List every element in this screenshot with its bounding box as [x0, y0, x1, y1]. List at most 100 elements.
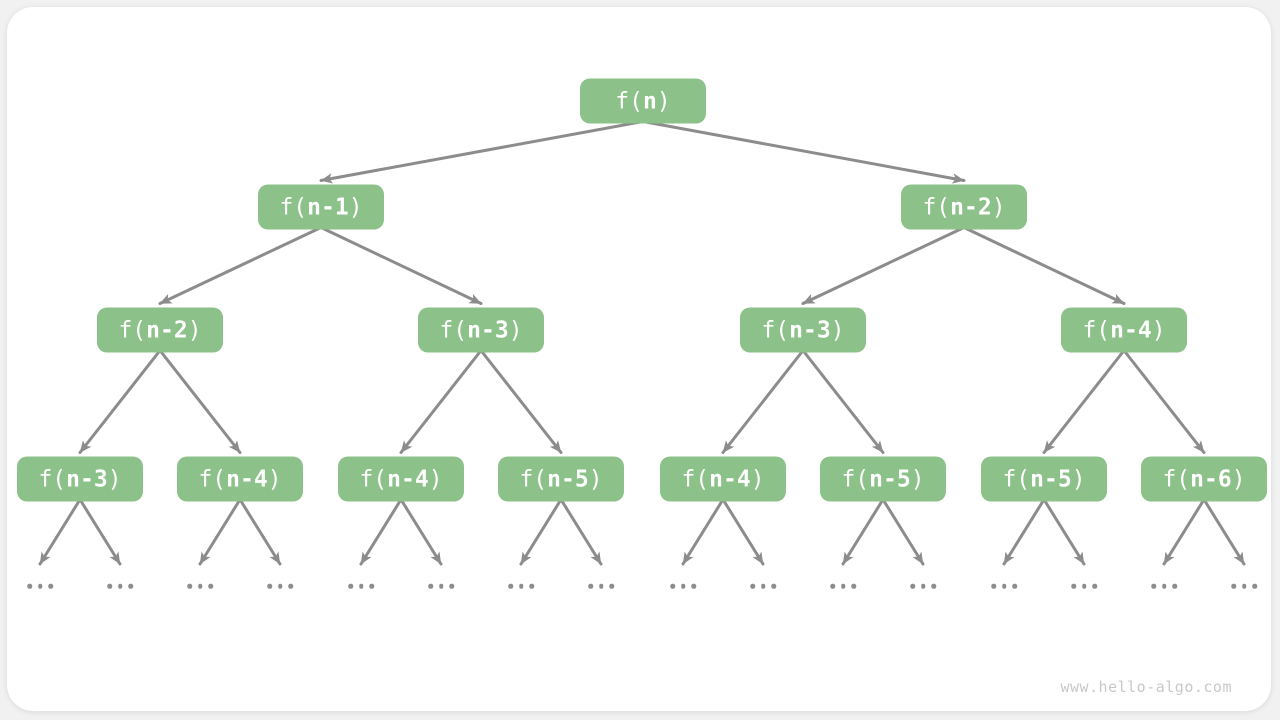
node-label-pre: f( — [198, 466, 227, 492]
tree-edge — [1122, 349, 1206, 454]
node-label-suf: ) — [1151, 317, 1166, 343]
tree-edge — [801, 349, 885, 454]
node-label-pre: f( — [359, 466, 388, 492]
ellipsis-dot — [27, 583, 32, 589]
ellipsis — [107, 583, 133, 589]
tree-node-n6: f(n-4) — [1061, 307, 1187, 353]
tree-edge — [1162, 498, 1206, 566]
node-label-suf: ) — [428, 466, 443, 492]
node-label-pre: f( — [1162, 466, 1191, 492]
node-label-suf: ) — [508, 317, 523, 343]
ellipsis-dot — [208, 583, 213, 589]
ellipsis-dot — [1172, 583, 1177, 589]
ellipsis-dot — [840, 583, 846, 589]
node-label-suf: ) — [187, 317, 202, 343]
ellipsis-dot — [48, 583, 53, 589]
ellipsis-dot — [187, 583, 192, 589]
ellipsis-dot — [438, 583, 444, 589]
tree-edge — [78, 498, 122, 566]
ellipsis-dot — [910, 583, 915, 589]
ellipsis — [27, 583, 53, 589]
ellipsis — [991, 583, 1017, 589]
node-label-suf: ) — [1071, 466, 1086, 492]
tree-edge — [721, 349, 805, 454]
tree-node-n7: f(n-3) — [17, 456, 143, 502]
node-label-suf: ) — [107, 466, 122, 492]
ellipsis-dot — [830, 583, 835, 589]
ellipsis — [1231, 583, 1257, 589]
diagram-canvas — [7, 7, 1271, 711]
ellipsis-dot — [1012, 583, 1017, 589]
node-label-suf: ) — [656, 88, 671, 114]
ellipsis — [910, 583, 936, 589]
ellipsis-dot — [680, 583, 686, 589]
tree-edge — [399, 349, 483, 454]
node-label-pre: f( — [615, 88, 643, 114]
ellipsis-dot — [691, 583, 696, 589]
node-label-suf: ) — [348, 194, 363, 220]
node-label-pre: f( — [439, 317, 468, 343]
ellipsis-dot — [369, 583, 374, 589]
ellipsis-dot — [1241, 583, 1247, 589]
node-label-suf: ) — [588, 466, 603, 492]
ellipsis-dot — [529, 583, 534, 589]
ellipsis-dot — [931, 583, 936, 589]
ellipsis-dot — [197, 583, 203, 589]
ellipsis-dot — [851, 583, 856, 589]
ellipsis-dot — [1151, 583, 1156, 589]
ellipsis — [750, 583, 776, 589]
ellipsis-dot — [588, 583, 593, 589]
tree-node-n3: f(n-2) — [97, 307, 223, 353]
tree-edge — [559, 498, 603, 566]
node-label-pre: f( — [841, 466, 870, 492]
tree-edge — [38, 498, 82, 566]
node-label-pre: f( — [1082, 317, 1111, 343]
ellipsis-dot — [760, 583, 766, 589]
ellipsis-dot — [1252, 583, 1257, 589]
node-label-pre: f( — [38, 466, 67, 492]
tree-edge — [1202, 498, 1246, 566]
ellipsis-dot — [670, 583, 675, 589]
node-label-suf: ) — [267, 466, 282, 492]
ellipsis — [428, 583, 454, 589]
ellipsis-dot — [598, 583, 604, 589]
tree-node-n2: f(n-2) — [901, 184, 1027, 230]
tree-edge — [681, 498, 725, 566]
node-label-arg: n-2 — [146, 317, 188, 343]
tree-node-n4: f(n-3) — [418, 307, 544, 353]
node-label-arg: n-1 — [307, 194, 349, 220]
node-label-arg: n-3 — [467, 317, 509, 343]
node-label-arg: n — [642, 88, 657, 114]
ellipsis-dot — [1092, 583, 1097, 589]
ellipsis-dot — [750, 583, 755, 589]
tree-node-n13: f(n-5) — [981, 456, 1107, 502]
node-label-arg: n-3 — [66, 466, 108, 492]
node-label-arg: n-5 — [869, 466, 911, 492]
ellipsis-dot — [117, 583, 123, 589]
tree-edge — [962, 226, 1126, 305]
tree-edge — [158, 226, 323, 305]
ellipsis-dot — [508, 583, 513, 589]
tree-edge — [238, 498, 282, 566]
ellipsis-dot — [1001, 583, 1007, 589]
tree-node-n12: f(n-5) — [820, 456, 946, 502]
tree-edge — [721, 498, 765, 566]
tree-edge — [519, 498, 563, 566]
tree-edge — [198, 498, 242, 566]
tree-edge — [319, 120, 645, 184]
node-label-arg: n-5 — [547, 466, 589, 492]
node-label-suf: ) — [1231, 466, 1246, 492]
tree-node-n14: f(n-6) — [1141, 456, 1267, 502]
tree-edge — [78, 349, 162, 454]
ellipsis-dot — [449, 583, 454, 589]
node-label-arg: n-4 — [709, 466, 751, 492]
ellipsis-dot — [267, 583, 272, 589]
tree-edge — [641, 120, 966, 184]
tree-node-n8: f(n-4) — [177, 456, 303, 502]
ellipsis-dot — [128, 583, 133, 589]
node-label-pre: f( — [761, 317, 790, 343]
node-label-suf: ) — [750, 466, 765, 492]
ellipsis-dot — [428, 583, 433, 589]
